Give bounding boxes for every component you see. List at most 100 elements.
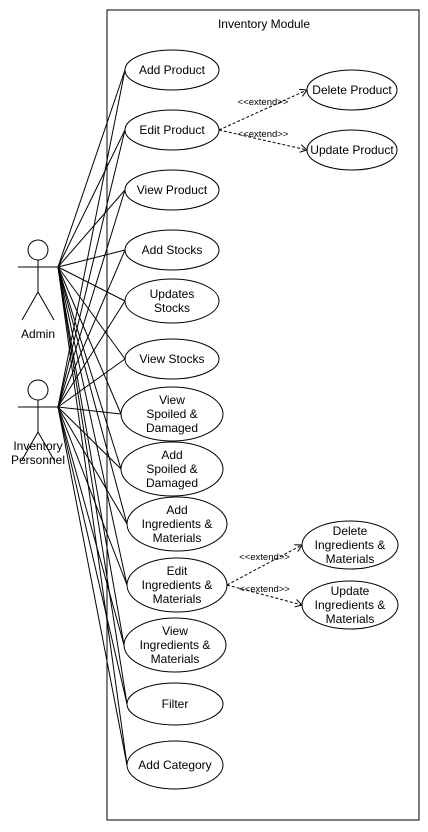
association-inventory-personnel-updates-stocks bbox=[57, 300, 126, 408]
use-case-label: Damaged bbox=[146, 421, 198, 435]
use-case-label: Update bbox=[331, 584, 370, 598]
extend-label: <<extend>> bbox=[238, 97, 289, 108]
use-case-label: Spoiled & bbox=[146, 462, 197, 476]
use-case-label: Edit Product bbox=[139, 123, 205, 137]
association-admin-view-ingredients bbox=[57, 266, 125, 646]
association-admin-view-product bbox=[57, 189, 126, 268]
actor-label: Inventory bbox=[13, 439, 62, 453]
use-case-label: Update Product bbox=[310, 143, 394, 157]
actor-right-leg bbox=[37, 291, 55, 321]
use-case-label: Ingredients & bbox=[142, 517, 213, 531]
extend-arrow bbox=[226, 584, 302, 605]
association-admin-add-ingredients bbox=[57, 266, 128, 525]
actor-head bbox=[27, 239, 49, 261]
use-case-label: Stocks bbox=[154, 301, 190, 315]
use-case-label: View bbox=[159, 393, 185, 407]
association-inventory-personnel-add-stocks bbox=[57, 249, 126, 408]
use-case-ellipse bbox=[301, 580, 399, 630]
extend-delete-product: <<extend>> bbox=[218, 90, 307, 131]
use-case-label: Add bbox=[161, 448, 182, 462]
use-case-view-stocks[interactable]: View Stocks bbox=[124, 338, 220, 380]
use-case-ellipse bbox=[124, 109, 220, 151]
use-case-label: Materials bbox=[151, 652, 200, 666]
use-case-edit-product[interactable]: Edit Product bbox=[124, 109, 220, 151]
use-case-ellipse bbox=[124, 229, 220, 271]
association-inventory-personnel-add-spoiled bbox=[57, 406, 122, 470]
use-case-ellipse bbox=[306, 129, 398, 171]
association-inventory-personnel-view-product bbox=[57, 189, 126, 408]
extend-arrow bbox=[226, 545, 302, 586]
use-case-view-product[interactable]: View Product bbox=[124, 169, 220, 211]
use-case-ellipse bbox=[124, 278, 220, 324]
use-case-add-category[interactable]: Add Category bbox=[126, 740, 224, 790]
use-case-ellipse bbox=[124, 169, 220, 211]
association-lines bbox=[57, 69, 128, 766]
system-boundary bbox=[106, 9, 420, 821]
use-case-add-product[interactable]: Add Product bbox=[124, 49, 220, 91]
use-case-label: Edit bbox=[167, 564, 188, 578]
association-admin-add-product bbox=[57, 69, 126, 268]
use-case-add-stocks[interactable]: Add Stocks bbox=[124, 229, 220, 271]
actor-left-leg bbox=[21, 431, 39, 461]
use-case-label: Filter bbox=[162, 697, 189, 711]
extend-arrow bbox=[218, 129, 307, 150]
use-case-delete-product[interactable]: Delete Product bbox=[306, 69, 398, 111]
use-case-update-product[interactable]: Update Product bbox=[306, 129, 398, 171]
use-case-ellipse bbox=[123, 617, 227, 673]
use-case-label: Add bbox=[166, 503, 187, 517]
use-case-label: Delete Product bbox=[312, 83, 392, 97]
use-case-ellipse bbox=[126, 496, 228, 552]
association-admin-updates-stocks bbox=[57, 266, 126, 302]
association-admin-filter bbox=[57, 266, 128, 705]
association-inventory-personnel-view-stocks bbox=[57, 358, 126, 408]
association-inventory-personnel-add-ingredients bbox=[57, 406, 128, 525]
use-case-label: Materials bbox=[326, 612, 375, 626]
extend-delete-ingredients: <<extend>> bbox=[226, 545, 302, 586]
use-case-ellipse bbox=[306, 69, 398, 111]
use-case-label: Ingredients & bbox=[142, 578, 213, 592]
use-case-ellipse bbox=[124, 49, 220, 91]
association-admin-view-stocks bbox=[57, 266, 126, 360]
actor-left-leg bbox=[21, 291, 39, 321]
system-title: Inventory Module bbox=[218, 17, 310, 31]
use-case-label: Add Product bbox=[139, 63, 206, 77]
use-case-label: Spoiled & bbox=[146, 407, 197, 421]
actor-label: Personnel bbox=[11, 453, 65, 467]
actor-head bbox=[27, 379, 49, 401]
extend-relations: <<extend>><<extend>><<extend>><<extend>> bbox=[218, 90, 307, 605]
association-admin-add-spoiled bbox=[57, 266, 122, 470]
extend-update-product: <<extend>> bbox=[218, 129, 307, 150]
association-admin-add-category bbox=[57, 266, 128, 766]
use-case-ellipse bbox=[120, 386, 224, 442]
association-admin-edit-product bbox=[57, 129, 126, 268]
actor-right-leg bbox=[37, 431, 55, 461]
association-inventory-personnel-add-category bbox=[57, 406, 128, 766]
use-case-ellipse bbox=[124, 338, 220, 380]
use-case-ellipse bbox=[120, 441, 224, 497]
use-case-filter[interactable]: Filter bbox=[126, 682, 224, 726]
association-inventory-personnel-filter bbox=[57, 406, 128, 705]
use-case-label: Ingredients & bbox=[315, 598, 386, 612]
use-case-ellipse bbox=[301, 520, 399, 570]
extend-label: <<extend>> bbox=[239, 552, 290, 563]
use-case-label: Ingredients & bbox=[140, 638, 211, 652]
use-case-label: Delete bbox=[333, 524, 368, 538]
use-case-label: Damaged bbox=[146, 476, 198, 490]
association-admin-edit-ingredients bbox=[57, 266, 128, 586]
use-case-label: Add Category bbox=[138, 758, 211, 772]
use-case-label: Updates bbox=[150, 287, 195, 301]
association-inventory-personnel-view-spoiled bbox=[57, 406, 122, 415]
actor-admin: Admin bbox=[18, 239, 58, 341]
association-inventory-personnel-edit-ingredients bbox=[57, 406, 128, 586]
